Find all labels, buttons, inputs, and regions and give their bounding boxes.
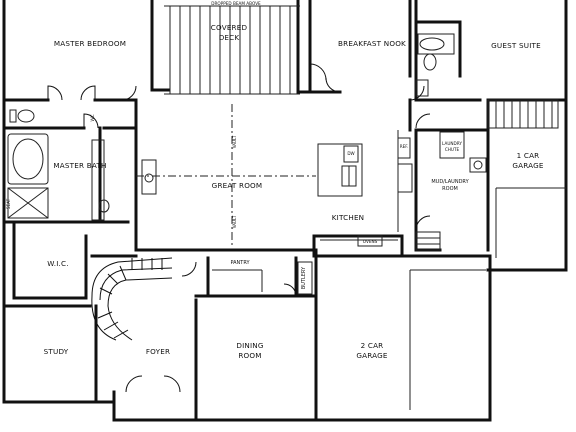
great-room-label: GREAT ROOM xyxy=(212,181,263,190)
refrigerator-label: REF. xyxy=(400,144,409,149)
breakfast-nook-label: BREAKFAST NOOK xyxy=(338,39,406,48)
one-car-garage-label-line1: 1 CAR xyxy=(517,151,540,160)
laundry-chute-label-line2: CHUTE xyxy=(445,147,460,152)
two-car-garage-label-line2: GARAGE xyxy=(356,351,388,360)
seat-label: SEAT xyxy=(6,198,11,209)
butlery-label: BUTLERY xyxy=(301,266,307,289)
dining-room-label-line2: ROOM xyxy=(238,351,261,360)
vault-label-bottom: VAULT xyxy=(232,215,237,228)
laundry-chute-label-line1: LAUNDRY xyxy=(442,141,462,146)
master-bath-label: MASTER BATH xyxy=(53,161,106,170)
kitchen-label: KITCHEN xyxy=(332,213,365,222)
mud-laundry-label-line2: ROOM xyxy=(442,186,458,192)
covered-deck-label-line1: COVERED xyxy=(211,23,248,32)
walls xyxy=(2,0,568,422)
guest-suite-label: GUEST SUITE xyxy=(491,41,541,50)
main-stair xyxy=(91,257,173,341)
room-labels: DROPPED BEAM ABOVE COVERED DECK MASTER B… xyxy=(44,1,544,360)
dropped-beam-note: DROPPED BEAM ABOVE xyxy=(211,1,261,6)
one-car-garage-label-line2: GARAGE xyxy=(512,161,544,170)
foyer-label: FOYER xyxy=(146,347,170,356)
doors xyxy=(47,63,431,393)
dining-room-label-line1: DINING xyxy=(236,341,263,350)
dishwasher-label: DW xyxy=(347,151,354,156)
pantry-label: PANTRY xyxy=(230,260,250,266)
fixture-labels: VAULT VAULT DW OVENS REF. LAUNDRY CHUTE … xyxy=(6,114,462,244)
mud-laundry-label-line1: MUD/LAUNDRY xyxy=(431,179,469,185)
wc-label: WC xyxy=(90,114,95,121)
study-label: STUDY xyxy=(44,347,69,356)
covered-deck-label-line2: DECK xyxy=(219,33,240,42)
vault-label-top: VAULT xyxy=(232,135,237,148)
thin-lines xyxy=(7,5,566,410)
wic-label: W.I.C. xyxy=(47,259,68,268)
ovens-label: OVENS xyxy=(363,239,378,244)
two-car-garage-label-line1: 2 CAR xyxy=(361,341,384,350)
master-bedroom-label: MASTER BEDROOM xyxy=(54,39,126,48)
